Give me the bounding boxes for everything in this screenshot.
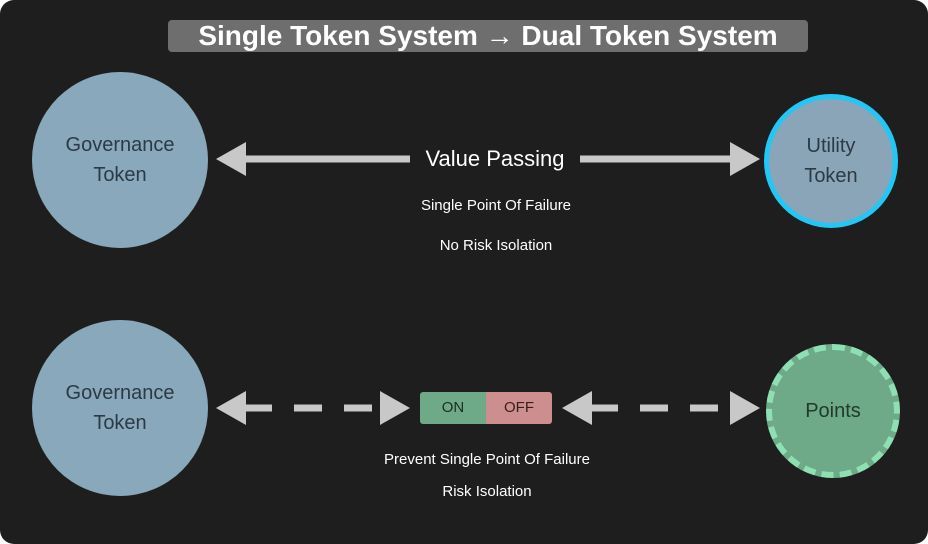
node-label-line2: Token — [804, 165, 858, 187]
points-node: Points — [766, 344, 900, 478]
value-passing-arrow — [216, 142, 760, 176]
node-label-line1: Governance — [65, 134, 175, 156]
node-label-line2: Token — [93, 412, 147, 434]
note-single-point-of-failure: Single Point Of Failure — [420, 197, 572, 214]
dashed-arrow-right — [562, 391, 760, 425]
dashed-arrow-left — [216, 391, 410, 425]
value-passing-label: Value Passing — [425, 146, 565, 171]
node-label: Points — [805, 400, 861, 422]
utility-token-node: Utility Token — [764, 94, 898, 228]
arrowhead-left-icon — [562, 391, 592, 425]
diagram-title: Single Token System → Dual Token System — [168, 20, 808, 52]
arrowhead-right-icon — [730, 142, 760, 176]
node-label-line1: Governance — [65, 382, 175, 404]
note-prevent-single-point-of-failure: Prevent Single Point Of Failure — [384, 451, 590, 468]
governance-token-node-bottom: Governance Token — [32, 320, 208, 496]
node-label-line2: Token — [93, 164, 147, 186]
arrowhead-right-icon — [730, 391, 760, 425]
arrowhead-left-icon — [216, 391, 246, 425]
switch-off-segment: OFF — [486, 392, 552, 424]
note-risk-isolation: Risk Isolation — [442, 483, 532, 500]
switch-on-segment: ON — [420, 392, 486, 424]
governance-token-node-top: Governance Token — [32, 72, 208, 248]
node-label-line1: Utility — [806, 135, 856, 157]
arrowhead-left-icon — [216, 142, 246, 176]
note-no-risk-isolation: No Risk Isolation — [439, 237, 553, 254]
arrowhead-right-icon — [380, 391, 410, 425]
